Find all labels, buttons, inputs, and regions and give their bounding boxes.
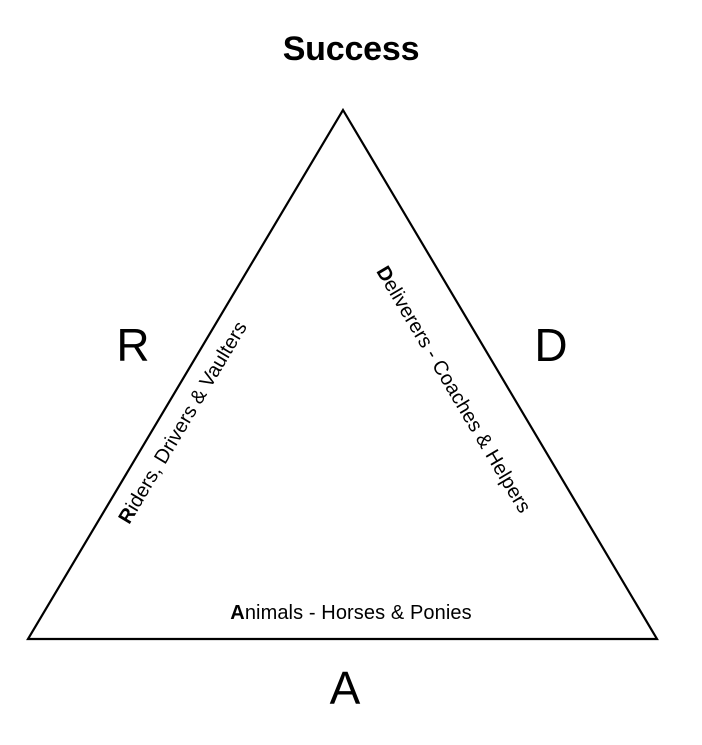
edge-label-bottom: Animals - Horses & Ponies [0,603,702,623]
vertex-label-r-text: R [116,319,150,371]
triangle-shape [26,107,659,641]
edge-label-bottom-rest: nimals - Horses & Ponies [244,602,472,624]
vertex-label-d: D [521,322,581,368]
edge-label-bottom-lead: A [230,602,245,624]
vertex-label-a-text: A [329,662,361,714]
vertex-label-r: R [103,322,163,368]
vertex-label-a: A [315,665,375,711]
vertex-label-d-text: D [534,319,568,371]
diagram-title: Success [282,30,420,68]
